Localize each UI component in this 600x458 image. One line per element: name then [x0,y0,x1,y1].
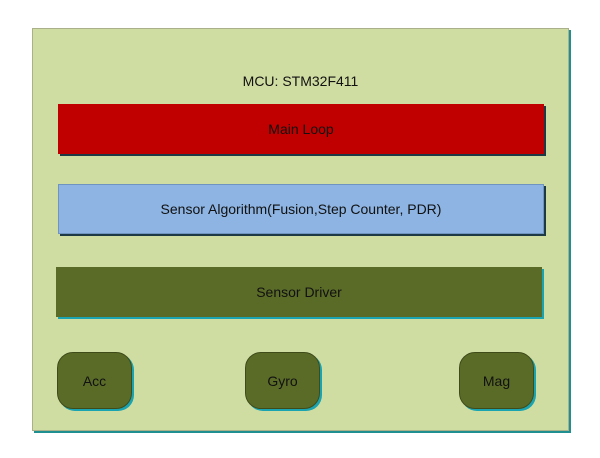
mag-sensor-block: Mag [459,352,534,409]
mcu-label: MCU: STM32F411 [242,73,359,89]
acc-sensor-block: Acc [57,352,132,409]
mcu-container: MCU: STM32F411 Main Loop Sensor Algorith… [32,28,569,431]
sensor-algorithm-block: Sensor Algorithm(Fusion,Step Counter, PD… [58,184,544,234]
gyro-sensor-block: Gyro [245,352,320,409]
main-loop-block: Main Loop [58,104,544,154]
sensor-driver-block: Sensor Driver [56,267,542,317]
